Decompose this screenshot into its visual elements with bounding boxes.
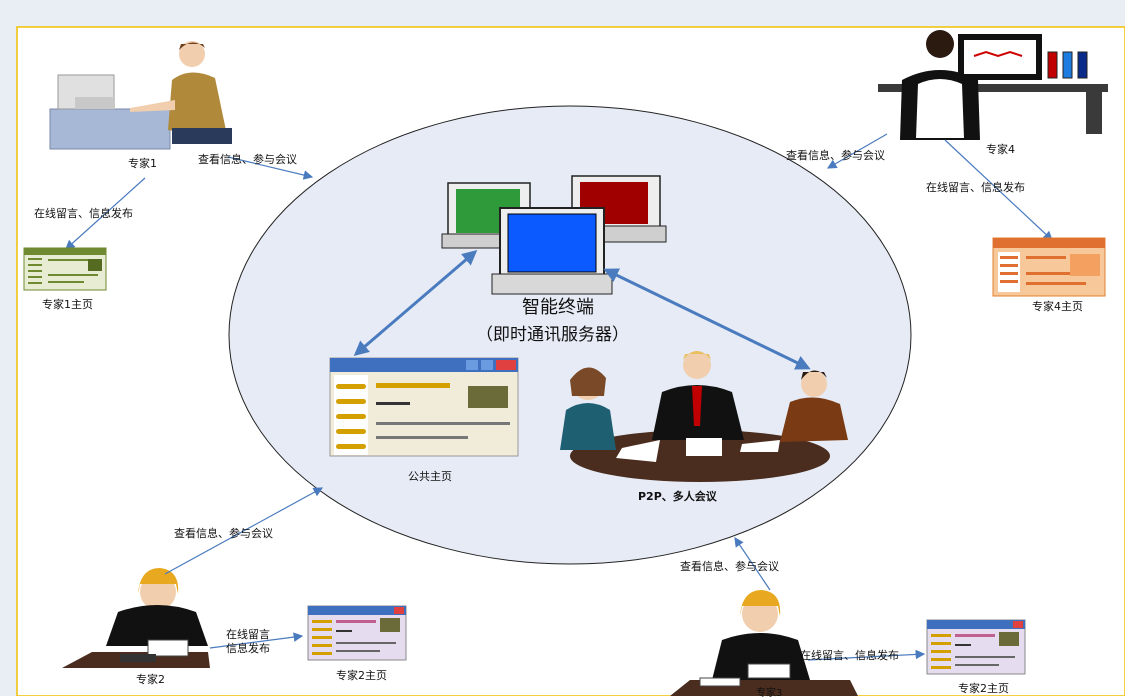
arrow-e3-view (734, 537, 771, 591)
expert2-post-link-line1[interactable]: 在线留言 (226, 628, 270, 641)
arrow-server-meeting (603, 268, 811, 370)
arrow-e4-view (826, 133, 888, 169)
expert4-figure-icon (878, 30, 1108, 140)
arrow-e1-post (65, 177, 146, 250)
expert3-post-link[interactable]: 在线留言、信息发布 (800, 649, 899, 662)
expert2-homepage-icon (307, 605, 407, 661)
expert3-homepage-icon (926, 619, 1026, 675)
arrow-e4-post (944, 139, 1053, 241)
expert2-view-link[interactable]: 查看信息、参与会议 (174, 527, 273, 540)
expert3-home-label: 专家2主页 (958, 682, 1009, 695)
server-computers-icon (441, 175, 667, 295)
arrow-e1-view (227, 156, 314, 180)
public-homepage-window-icon (329, 357, 519, 457)
expert4-post-link[interactable]: 在线留言、信息发布 (926, 181, 1025, 194)
expert2-name: 专家2 (136, 673, 165, 686)
expert4-homepage-icon (992, 237, 1106, 297)
expert1-home-label: 专家1主页 (42, 298, 93, 311)
expert1-figure-icon (49, 41, 232, 150)
expert1-name: 专家1 (128, 157, 157, 170)
expert3-view-link[interactable]: 查看信息、参与会议 (680, 560, 779, 573)
arrow-e3-post (807, 649, 926, 661)
expert2-post-link-line2[interactable]: 信息发布 (226, 642, 270, 655)
server-subtitle: （即时通讯服务器） (476, 325, 629, 345)
expert2-home-label: 专家2主页 (336, 669, 387, 682)
expert3-name: 专家3 (756, 688, 783, 699)
expert4-name: 专家4 (986, 143, 1015, 156)
arrow-server-public (353, 250, 478, 356)
expert4-home-label: 专家4主页 (1032, 300, 1083, 313)
server-title: 智能终端 (522, 297, 594, 318)
arrow-e2-view (164, 487, 324, 575)
p2p-meeting-label: P2P、多人会议 (638, 490, 717, 503)
meeting-group-icon (560, 351, 848, 482)
expert1-homepage-icon (23, 247, 107, 291)
expert4-view-link[interactable]: 查看信息、参与会议 (786, 149, 885, 162)
expert3-figure-icon (670, 590, 858, 696)
expert1-post-link[interactable]: 在线留言、信息发布 (34, 207, 133, 220)
expert2-figure-icon (62, 568, 210, 668)
expert1-view-link[interactable]: 查看信息、参与会议 (198, 153, 297, 166)
arrow-e2-post (209, 632, 304, 649)
public-home-label: 公共主页 (408, 470, 452, 483)
